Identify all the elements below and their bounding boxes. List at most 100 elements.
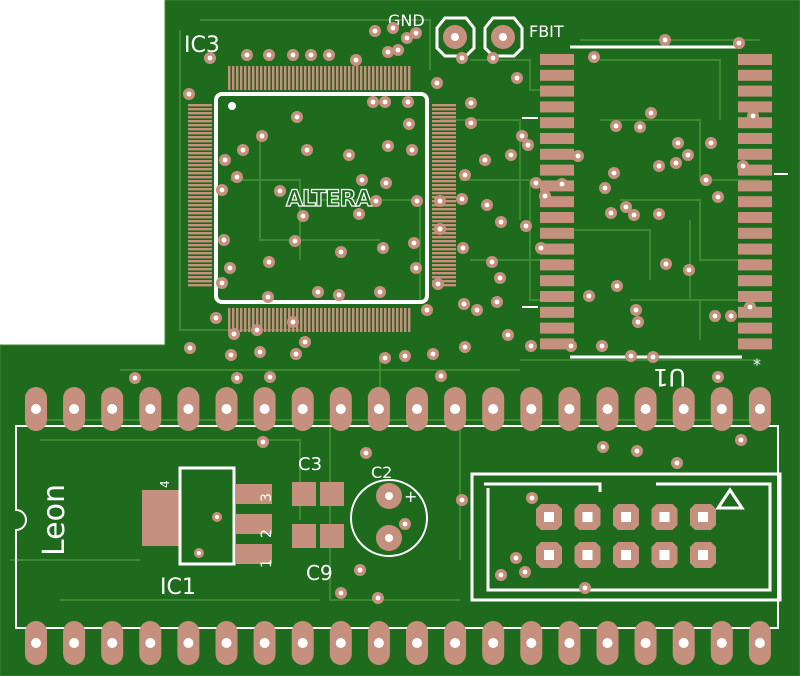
via-hole xyxy=(219,280,225,286)
ic3-pin xyxy=(292,66,295,90)
ic3-pin xyxy=(380,308,383,332)
via-hole xyxy=(219,187,225,193)
ic3-pin xyxy=(280,308,283,332)
ic3-pin xyxy=(364,66,367,90)
ic3-pin xyxy=(188,236,212,239)
ic1-label: IC1 xyxy=(160,575,196,600)
ic3-pin xyxy=(324,308,327,332)
ic3-pin xyxy=(376,308,379,332)
ic3-pin xyxy=(252,66,255,90)
ic3-pin xyxy=(188,256,212,259)
dip-pin-hole xyxy=(564,638,575,648)
ic3-pin xyxy=(264,308,267,332)
via-hole xyxy=(740,163,746,169)
ic3-pin xyxy=(388,66,391,90)
ic3-pin xyxy=(432,264,456,267)
via-hole xyxy=(568,343,574,349)
ic3-pin xyxy=(188,152,212,155)
ic3-pin xyxy=(352,66,355,90)
via-hole xyxy=(459,196,465,202)
ic3-pin xyxy=(392,308,395,332)
via-hole xyxy=(582,585,588,591)
via-hole xyxy=(222,157,228,163)
ic3-pin xyxy=(248,308,251,332)
ic3-pin xyxy=(312,308,315,332)
via-hole xyxy=(404,35,410,41)
u1-pin xyxy=(738,133,772,144)
ic3-pin xyxy=(256,308,259,332)
via-hole xyxy=(529,495,535,501)
ic3-pin xyxy=(268,308,271,332)
ic3-pin xyxy=(324,66,327,90)
ic3-pin xyxy=(432,252,456,255)
u1-pin xyxy=(738,85,772,97)
ic3-pin xyxy=(296,66,299,90)
ic3-pin xyxy=(284,66,287,90)
via-hole xyxy=(468,120,474,126)
ic3-pin xyxy=(188,276,212,279)
via-hole xyxy=(623,204,629,210)
ic3-pin xyxy=(384,66,387,90)
via-hole xyxy=(498,572,504,578)
ic3-pin xyxy=(336,66,339,90)
via-hole xyxy=(370,99,376,105)
via-hole xyxy=(522,569,528,575)
ic3-pin xyxy=(188,272,212,275)
dip-pins-bottom xyxy=(25,621,771,665)
ic3-pin xyxy=(188,156,212,159)
ic3-pin xyxy=(308,308,311,332)
ic3-pin xyxy=(320,66,323,90)
u1-pin xyxy=(738,196,772,208)
via-hole xyxy=(266,52,272,58)
via-hole xyxy=(498,219,504,225)
dip-pin-hole xyxy=(602,638,613,648)
ic3-pin xyxy=(188,168,212,171)
via-hole xyxy=(353,57,359,63)
u1-pin xyxy=(738,69,772,81)
dip-pin-hole xyxy=(373,404,384,414)
via-hole xyxy=(402,353,408,359)
via-hole xyxy=(637,124,643,130)
via-hole xyxy=(277,188,283,194)
via-hole xyxy=(266,259,272,265)
vias xyxy=(129,22,759,604)
dip-pin-hole xyxy=(602,404,613,414)
ic3-pin xyxy=(432,144,456,147)
ic3-pin xyxy=(432,260,456,263)
via-hole xyxy=(385,143,391,149)
via-hole xyxy=(602,185,608,191)
ic1-pin1-label: 1 xyxy=(259,559,275,568)
via-hole xyxy=(213,315,219,321)
via-hole xyxy=(613,123,619,129)
ic3-pin xyxy=(276,308,279,332)
ic3-pin xyxy=(188,136,212,139)
via-hole xyxy=(405,99,411,105)
ic3-pin xyxy=(396,308,399,332)
dip-footprint: Leon xyxy=(15,387,779,665)
ic3-pin xyxy=(360,66,363,90)
dip-pin-hole xyxy=(221,404,232,414)
ic1-pin2-label: 2 xyxy=(259,529,275,538)
via-hole xyxy=(302,339,308,345)
ic3-pin xyxy=(188,128,212,131)
via-hole xyxy=(484,202,490,208)
u1-pin xyxy=(738,164,772,176)
via-hole xyxy=(673,160,679,166)
via-hole xyxy=(533,180,539,186)
ic3-pin xyxy=(328,308,331,332)
via-hole xyxy=(390,25,396,31)
u1-pin xyxy=(738,306,772,318)
via-hole xyxy=(736,40,742,46)
header-pin-hole xyxy=(659,512,670,522)
ic3-pin xyxy=(188,140,212,143)
ic3-pin xyxy=(316,308,319,332)
ic3-pin xyxy=(328,66,331,90)
ic3-pin xyxy=(188,188,212,191)
ic3-pin xyxy=(188,180,212,183)
via-hole xyxy=(715,374,721,380)
ic3-pin xyxy=(188,176,212,179)
ic3-pin xyxy=(404,66,407,90)
dip-pin-hole xyxy=(183,638,194,648)
